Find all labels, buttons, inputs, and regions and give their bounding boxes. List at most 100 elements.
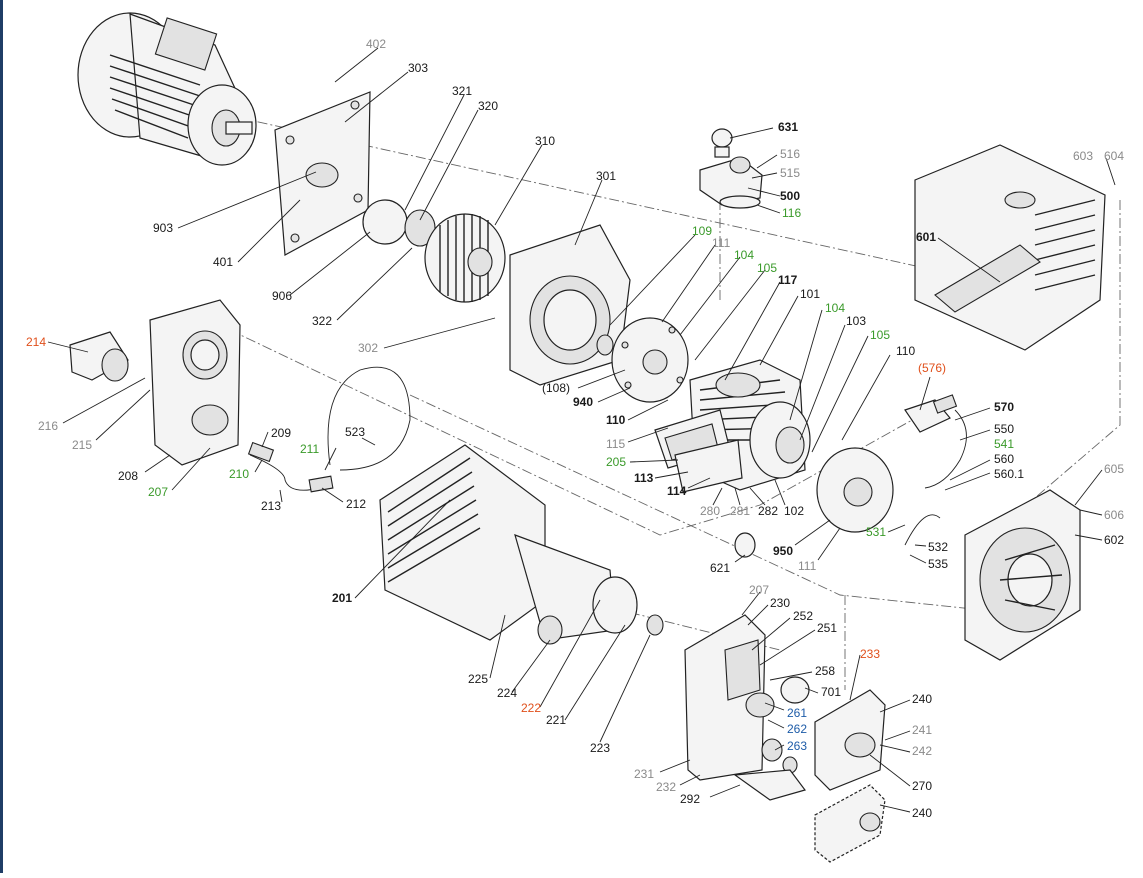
electric-motor: [77, 12, 257, 166]
filter-housing: [69, 299, 241, 466]
clamp: [904, 514, 941, 546]
part-label: 258: [815, 664, 835, 678]
part-label: 262: [787, 722, 807, 736]
end-cover: [611, 317, 689, 403]
part-label: 263: [787, 739, 807, 753]
part-label: 322: [312, 314, 332, 328]
part-label: 280: [700, 504, 720, 518]
part-label: 102: [784, 504, 804, 518]
oil-separator-housing: [379, 444, 664, 645]
part-label: 906: [272, 289, 292, 303]
leader-lines: [47, 47, 1116, 813]
part-label: 209: [271, 426, 291, 440]
part-label: 631: [778, 120, 798, 134]
part-label: 242: [912, 744, 932, 758]
rear-end-cover: [816, 447, 894, 533]
part-label: 621: [710, 561, 730, 575]
part-label: 113: [634, 471, 654, 485]
part-label: 109: [692, 224, 712, 238]
part-label: 570: [994, 400, 1014, 414]
part-label: 215: [72, 438, 92, 452]
part-label: 270: [912, 779, 932, 793]
part-label: 402: [366, 37, 386, 51]
part-label: 240: [912, 806, 932, 820]
part-label: 213: [261, 499, 281, 513]
pump-flange: [509, 224, 631, 386]
part-label: 111: [712, 236, 731, 250]
fan-blades: [999, 544, 1063, 611]
hose-loop: [327, 366, 411, 471]
oil-return-hose: [247, 441, 334, 493]
part-label: 523: [345, 425, 365, 439]
part-label: 207: [148, 485, 168, 499]
part-label: 104: [825, 301, 845, 315]
adapter-plate: [274, 91, 371, 256]
part-label: 606: [1104, 508, 1124, 522]
part-label: 603: [1073, 149, 1093, 163]
part-label: 105: [757, 261, 777, 275]
part-label: 212: [346, 497, 366, 511]
part-label: 104: [734, 248, 754, 262]
lower-housing: [684, 614, 810, 801]
part-label: 223: [590, 741, 610, 755]
part-label: 230: [770, 596, 790, 610]
part-label: 604: [1104, 149, 1124, 163]
part-label: 116: [782, 206, 801, 220]
fan-cover: [964, 489, 1081, 661]
part-label: 210: [229, 467, 249, 481]
part-label: 110: [896, 344, 915, 358]
part-label: 303: [408, 61, 428, 75]
part-label: 103: [846, 314, 866, 328]
part-label: 211: [300, 442, 319, 456]
coupling: [362, 199, 506, 303]
part-label: 110: [606, 413, 626, 427]
part-label: 208: [118, 469, 138, 483]
part-label: 310: [535, 134, 555, 148]
part-label: 115: [606, 437, 625, 451]
part-label: 201: [332, 591, 352, 605]
motor-cooling-fins: [109, 54, 201, 139]
part-label: 105: [870, 328, 890, 342]
coupling-teeth: [439, 214, 489, 302]
part-label: 282: [758, 504, 778, 518]
part-label: 251: [817, 621, 837, 635]
part-label: 225: [468, 672, 488, 686]
part-label: 281: [730, 504, 750, 518]
side-cover: [814, 689, 886, 791]
part-label: 401: [213, 255, 233, 269]
separator-fins: [387, 457, 481, 583]
part-label: 205: [606, 455, 626, 469]
frame-border: [0, 0, 3, 873]
part-label: 515: [780, 166, 800, 180]
part-label: 240: [912, 692, 932, 706]
part-label: 560: [994, 452, 1014, 466]
part-label: (108): [542, 381, 570, 395]
part-label: 320: [478, 99, 498, 113]
part-label: 301: [596, 169, 616, 183]
part-label: 216: [38, 419, 58, 433]
part-label: 111: [798, 559, 817, 573]
part-label: 541: [994, 437, 1014, 451]
part-label: 500: [780, 189, 800, 203]
valve-plates: [654, 409, 743, 493]
part-label: 516: [780, 147, 800, 161]
part-label: 531: [866, 525, 886, 539]
eyebolt-valve: [699, 128, 763, 209]
part-label: 550: [994, 422, 1014, 436]
part-label: 950: [773, 544, 793, 558]
part-label: 940: [573, 395, 593, 409]
part-label: 241: [912, 723, 932, 737]
bushing: [734, 532, 756, 558]
part-label: 224: [497, 686, 517, 700]
part-label: 903: [153, 221, 173, 235]
part-label: 214: [26, 335, 46, 349]
part-label: 261: [787, 706, 807, 720]
part-label: 117: [778, 273, 798, 287]
part-label: 560.1: [994, 467, 1024, 481]
part-label: 114: [667, 484, 687, 498]
part-label: 605: [1104, 462, 1124, 476]
part-label: 221: [546, 713, 566, 727]
part-label: 207: [749, 583, 769, 597]
part-label: 233: [860, 647, 880, 661]
